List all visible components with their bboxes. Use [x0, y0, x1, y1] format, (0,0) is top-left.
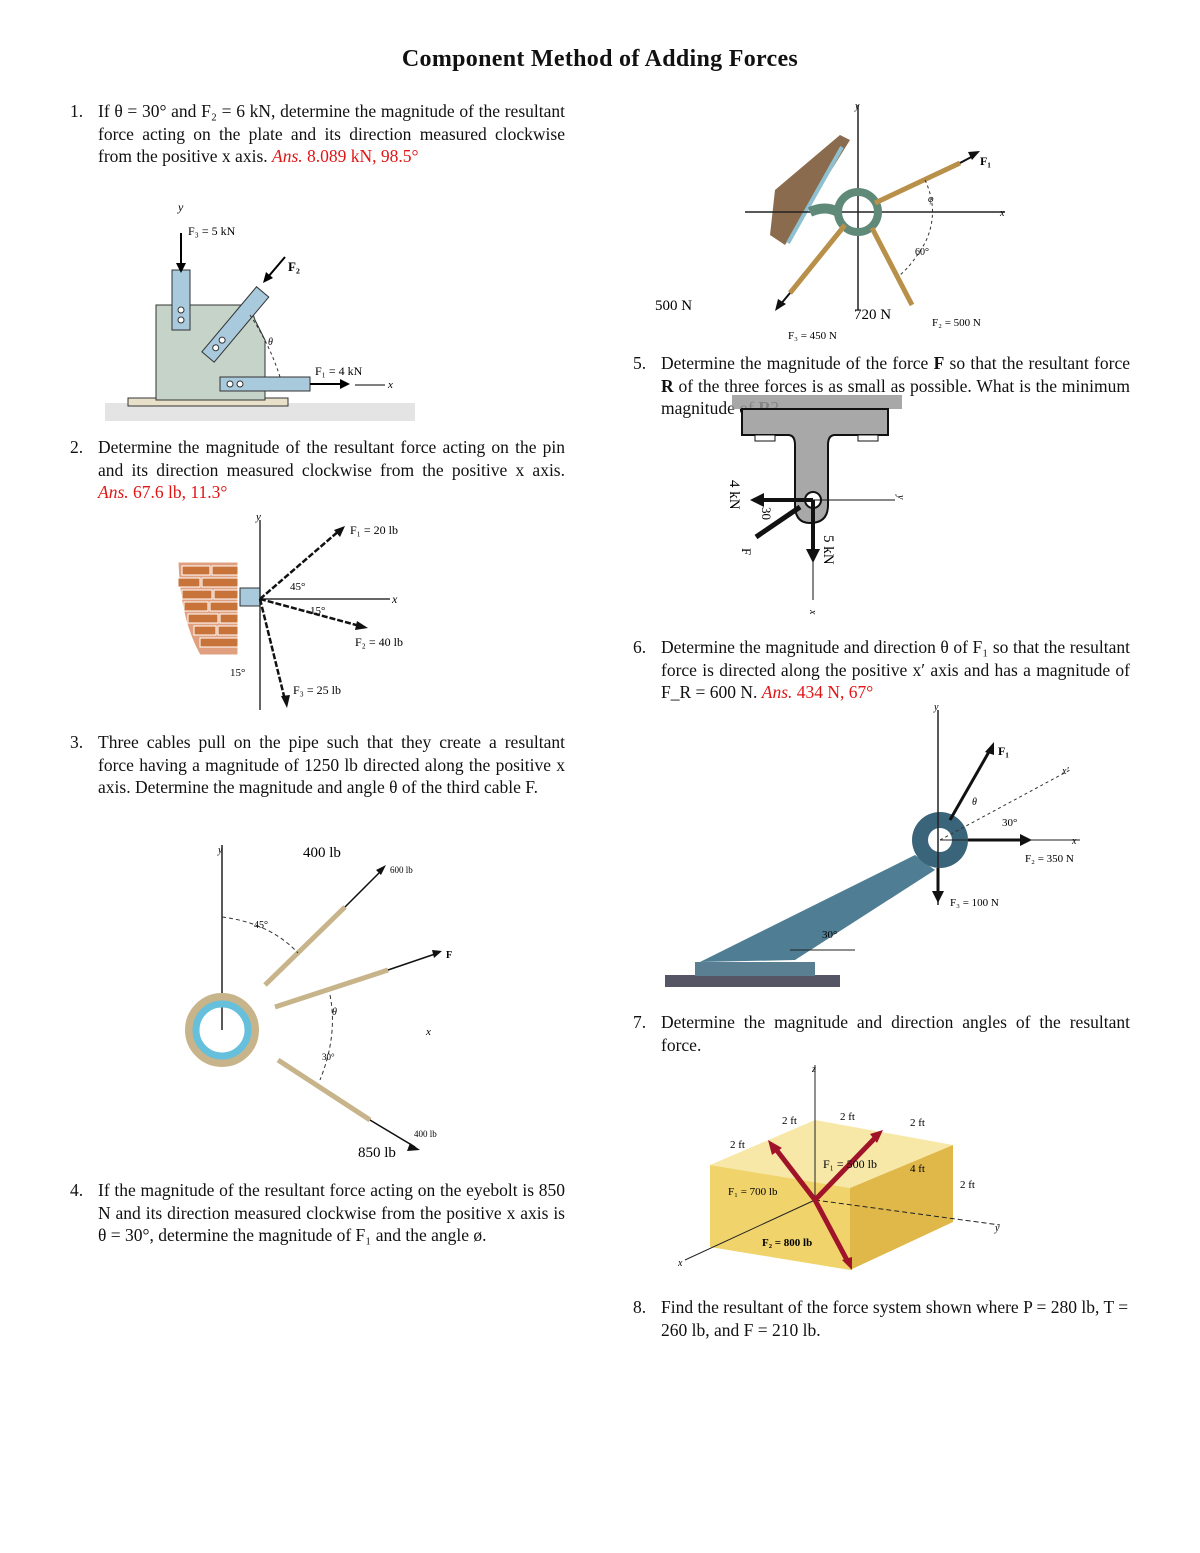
- svg-text:θ: θ: [268, 337, 273, 348]
- svg-text:y: y: [895, 494, 906, 500]
- answer-prefix: Ans.: [272, 146, 303, 166]
- problem-number: 8.: [633, 1297, 647, 1317]
- svg-text:F₃ = 5 kN: F₃ = 5 kN: [188, 224, 236, 238]
- svg-text:400 lb: 400 lb: [303, 845, 341, 861]
- svg-text:45°: 45°: [290, 581, 305, 593]
- svg-text:θ: θ: [332, 1007, 337, 1018]
- svg-text:y: y: [217, 845, 223, 856]
- problem-number: 3.: [70, 732, 84, 752]
- svg-text:F₃ = 100 N: F₃ = 100 N: [950, 897, 999, 909]
- svg-text:500 N: 500 N: [655, 298, 692, 314]
- figure-6-lever: y F₁ x′ θ 30° x F₂ = 350 N F₃ = 100 N 30…: [665, 702, 1080, 987]
- svg-text:F: F: [739, 548, 754, 555]
- svg-text:x: x: [425, 1026, 431, 1038]
- problem-text: Determine the magnitude and direction an…: [661, 1012, 1130, 1055]
- problem-4: 4. If the magnitude of the resultant for…: [70, 1179, 565, 1247]
- svg-text:F₂ = 800 lb: F₂ = 800 lb: [762, 1237, 812, 1249]
- svg-text:30: 30: [759, 507, 774, 520]
- problem-5: 5. Determine the magnitude of the force …: [633, 353, 1130, 418]
- svg-text:x: x: [999, 208, 1005, 219]
- svg-text:x: x: [677, 1258, 683, 1269]
- figure-7-block: z 2 ft 2 ft 2 ft 2 ft F₁ = 500 lb 4 ft F…: [677, 1064, 1001, 1270]
- svg-text:F: F: [446, 950, 452, 961]
- problem-1: 1. If θ = 30° and F₂ = 6 kN, determine t…: [70, 100, 565, 168]
- figure-2-pin: y F₁ = 20 lb 45° x 15° F₂ = 40 lb 15° F₃…: [177, 511, 403, 710]
- svg-text:F₁ = 500 lb: F₁ = 500 lb: [823, 1157, 877, 1171]
- svg-text:θ: θ: [972, 797, 977, 808]
- svg-text:720 N: 720 N: [854, 307, 891, 323]
- problem-text: Three cables pull on the pipe such that …: [98, 732, 565, 797]
- problem-text: Determine the magnitude of the resultant…: [98, 437, 565, 480]
- svg-text:F₃ = 450 N: F₃ = 450 N: [788, 330, 837, 342]
- answer: 8.089 kN, 98.5°: [307, 146, 419, 166]
- problem-text: Find the resultant of the force system s…: [661, 1297, 1129, 1340]
- svg-text:y: y: [994, 1223, 1000, 1234]
- bold-R: R: [661, 375, 674, 396]
- svg-text:4 ft: 4 ft: [910, 1163, 925, 1175]
- svg-text:2 ft: 2 ft: [840, 1111, 855, 1123]
- svg-text:F₁ = 700 lb: F₁ = 700 lb: [728, 1186, 778, 1198]
- figure-5-bracket: 4 kN 30 F 5 kN y x: [726, 395, 906, 615]
- problem-text: Determine the magnitude and direction θ …: [661, 637, 1130, 702]
- svg-text:F₁ = 4 kN: F₁ = 4 kN: [315, 364, 363, 378]
- svg-text:45°: 45°: [254, 920, 268, 931]
- bold-F: F: [933, 353, 945, 373]
- svg-text:4 kN: 4 kN: [726, 480, 742, 510]
- answer: 434 N, 67°: [796, 682, 874, 702]
- svg-text:850 lb: 850 lb: [358, 1145, 396, 1161]
- svg-text:x: x: [391, 592, 398, 606]
- figure-1-plate: y F₃ = 5 kN F₂ θ F₁ = 4 kN x: [105, 200, 415, 421]
- page-title: Component Method of Adding Forces: [401, 46, 799, 72]
- svg-text:2 ft: 2 ft: [730, 1139, 745, 1151]
- svg-text:F₂: F₂: [288, 259, 300, 274]
- svg-text:F₂ = 500 N: F₂ = 500 N: [932, 317, 981, 329]
- svg-text:x′: x′: [1061, 766, 1069, 777]
- svg-text:x: x: [1071, 836, 1077, 847]
- problem-number: 7.: [633, 1012, 647, 1032]
- svg-text:z: z: [811, 1064, 816, 1075]
- svg-text:15°: 15°: [310, 605, 325, 617]
- problem-7: 7. Determine the magnitude and direction…: [633, 1011, 1130, 1056]
- answer-prefix: Ans.: [98, 482, 129, 502]
- problem-2: 2. Determine the magnitude of the result…: [70, 436, 565, 504]
- svg-text:F₁: F₁: [998, 744, 1009, 758]
- answer-prefix: Ans.: [761, 682, 793, 702]
- svg-text:y: y: [854, 101, 860, 112]
- svg-text:y: y: [177, 200, 184, 214]
- svg-text:φ: φ: [928, 194, 934, 205]
- svg-text:y: y: [255, 511, 261, 523]
- problem-number: 1.: [70, 101, 84, 121]
- problem-number: 5.: [633, 353, 647, 373]
- svg-text:30°: 30°: [1002, 817, 1017, 829]
- svg-text:2 ft: 2 ft: [782, 1115, 797, 1127]
- problem-8: 8. Find the resultant of the force syste…: [633, 1296, 1130, 1341]
- svg-text:x: x: [387, 379, 393, 391]
- answer: 67.6 lb, 11.3°: [133, 482, 228, 502]
- svg-text:600 lb: 600 lb: [390, 865, 413, 875]
- svg-text:y: y: [933, 702, 939, 713]
- svg-text:30°: 30°: [322, 1052, 335, 1062]
- figure-3-pipe: y 400 lb 600 lb 45° F θ x 30° 400 lb 850…: [185, 845, 452, 1161]
- problem-6: 6. Determine the magnitude and direction…: [633, 636, 1130, 704]
- svg-text:2 ft: 2 ft: [910, 1117, 925, 1129]
- svg-text:15°: 15°: [230, 667, 245, 679]
- svg-text:F₂ = 350 N: F₂ = 350 N: [1025, 853, 1074, 865]
- svg-text:x: x: [807, 609, 818, 615]
- figure-4-eyebolt: y F₁ φ x 60° 500 N 720 N F₂ = 500 N F₃ =…: [655, 101, 1005, 342]
- svg-text:F₃ = 25 lb: F₃ = 25 lb: [293, 683, 341, 697]
- problem-3: 3. Three cables pull on the pipe such th…: [70, 731, 565, 799]
- svg-text:F₁: F₁: [980, 154, 991, 168]
- problem-text: If the magnitude of the resultant force …: [98, 1180, 565, 1245]
- svg-text:F₂ = 40 lb: F₂ = 40 lb: [355, 635, 403, 649]
- svg-text:5 kN: 5 kN: [820, 535, 836, 565]
- problem-number: 4.: [70, 1180, 84, 1200]
- svg-text:F₁ = 20 lb: F₁ = 20 lb: [350, 523, 398, 537]
- svg-text:2 ft: 2 ft: [960, 1179, 975, 1191]
- svg-text:400 lb: 400 lb: [414, 1129, 437, 1139]
- svg-text:30°: 30°: [822, 929, 837, 941]
- problem-text: If θ = 30° and F₂ = 6 kN, determine the …: [98, 101, 565, 166]
- problem-number: 2.: [70, 437, 84, 457]
- problem-number: 6.: [633, 637, 647, 657]
- svg-text:60°: 60°: [915, 247, 929, 258]
